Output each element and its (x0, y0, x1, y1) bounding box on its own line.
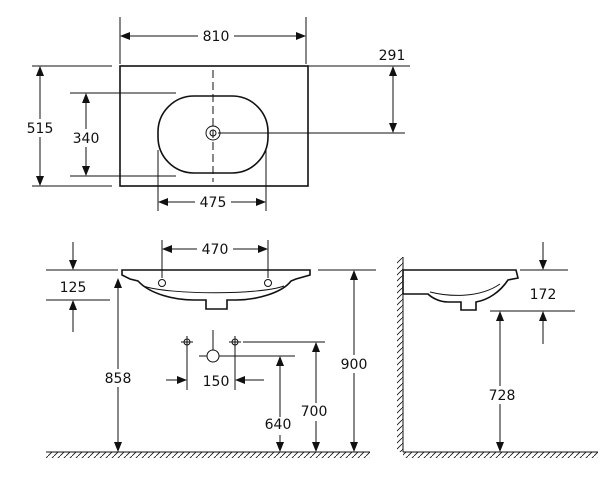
dim-side-height: 728 (489, 388, 516, 404)
dim-basin-height: 900 (341, 357, 368, 373)
dim-front-hole-spacing: 470 (202, 242, 229, 258)
dim-top-width: 810 (203, 29, 230, 45)
tap-hole-right (264, 279, 272, 287)
side-view: 172 728 (397, 242, 598, 458)
dim-top-depth: 515 (27, 121, 54, 137)
floor-hatch-side (403, 452, 598, 458)
dim-bowl-depth: 340 (73, 131, 100, 147)
tap-marker-left (181, 336, 193, 348)
dim-top-offset: 291 (379, 48, 406, 64)
basin-front-profile (121, 269, 311, 310)
front-view: 470 125 858 900 (46, 240, 376, 458)
tap-marker-right (229, 336, 241, 348)
wall-hatch (397, 257, 403, 452)
waste-marker (206, 349, 220, 363)
tap-hole-left (158, 279, 166, 287)
floor-hatch-front (46, 452, 370, 458)
dim-side-depth: 172 (530, 287, 557, 303)
dim-tap-height: 700 (301, 404, 328, 420)
basin-top-outline (119, 65, 309, 187)
drain-inner (209, 129, 217, 137)
dim-bowl-width: 475 (200, 195, 227, 211)
dim-front-rim-height: 858 (105, 371, 132, 387)
dim-tap-spacing: 150 (203, 374, 230, 390)
top-view: 810 291 515 340 475 (22, 17, 410, 211)
basin-side-profile (402, 269, 519, 311)
dim-front-rim: 125 (60, 280, 87, 296)
dim-waste-height: 640 (265, 417, 292, 433)
